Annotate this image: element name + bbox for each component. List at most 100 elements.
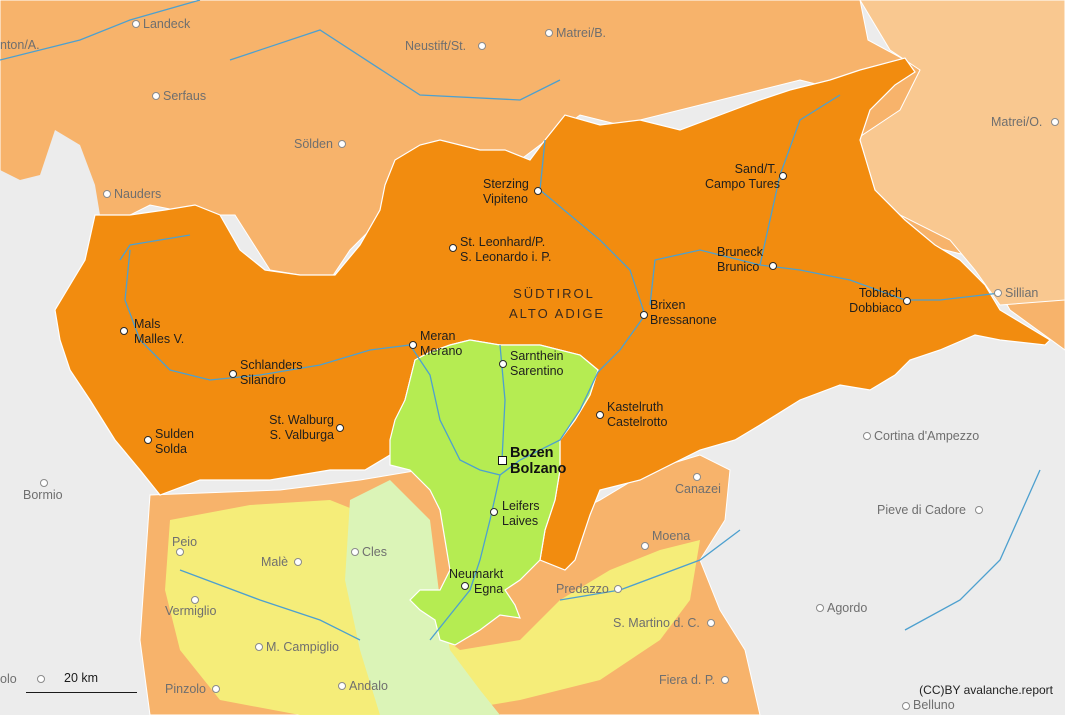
town-label-neustift: Neustift/St. — [405, 39, 467, 53]
capital-marker[interactable] — [498, 456, 507, 465]
town-label-andalo: Andalo — [349, 679, 388, 693]
town-label-schlanders: Schlanders Silandro — [240, 358, 303, 388]
town-marker-toblach[interactable] — [903, 297, 911, 305]
town-marker-matreib[interactable] — [545, 29, 553, 37]
town-label-cles: Cles — [362, 545, 388, 559]
town-marker-matreio[interactable] — [1051, 118, 1059, 126]
town-marker-canazei[interactable] — [693, 473, 701, 481]
town-marker-sarnthein[interactable] — [499, 360, 507, 368]
region-bolzano-level1 — [389, 339, 599, 646]
town-marker-leifers[interactable] — [490, 508, 498, 516]
town-label-agordo: Agordo — [827, 601, 868, 615]
town-label-sandt: Sand/T. Campo Tures — [705, 162, 781, 192]
town-marker-moena[interactable] — [641, 542, 649, 550]
river-etsch — [119, 234, 501, 641]
town-marker-mcampiglio[interactable] — [255, 643, 263, 651]
town-label-moena: Moena — [652, 529, 691, 543]
town-marker-bormio[interactable] — [40, 479, 48, 487]
town-marker-landeck[interactable] — [132, 20, 140, 28]
town-label-vermiglio: Vermiglio — [165, 604, 217, 618]
town-marker-olo[interactable] — [37, 675, 45, 683]
town-name-de: St. Walburg — [269, 413, 334, 427]
town-label-fiera: Fiera d. P. — [659, 673, 716, 687]
town-name-it: Malles V. — [134, 332, 185, 346]
river-south — [179, 469, 1041, 641]
town-marker-peio[interactable] — [176, 548, 184, 556]
town-marker-sillian[interactable] — [994, 289, 1002, 297]
town-name-de: Leifers — [502, 499, 540, 513]
town-marker-nauders[interactable] — [103, 190, 111, 198]
town-label-leifers: Leifers Laives — [502, 499, 540, 529]
town-marker-male[interactable] — [294, 558, 302, 566]
town-name-it: Egna — [474, 582, 504, 596]
town-name-it: S. Leonardo i. P. — [460, 250, 552, 264]
town-label-meran: Meran Merano — [420, 329, 462, 359]
town-marker-pieve[interactable] — [975, 506, 983, 514]
town-marker-sandt[interactable] — [779, 172, 787, 180]
town-marker-cortina[interactable] — [863, 432, 871, 440]
town-marker-meran[interactable] — [409, 341, 417, 349]
town-name-de: Neumarkt — [449, 567, 504, 581]
town-name-it: Brunico — [717, 260, 760, 274]
town-name-it: Solda — [155, 442, 187, 456]
town-name-it: S. Valburga — [269, 428, 334, 442]
town-name-it: Silandro — [240, 373, 286, 387]
town-label-stwalburg: St. Walburg S. Valburga — [264, 413, 334, 443]
town-marker-kastelruth[interactable] — [596, 411, 604, 419]
town-marker-stleonhard[interactable] — [449, 244, 457, 252]
town-marker-fiera[interactable] — [721, 676, 729, 684]
town-marker-sulden[interactable] — [144, 436, 152, 444]
town-marker-sterzing[interactable] — [534, 187, 542, 195]
town-label-predazzo: Predazzo — [556, 582, 609, 596]
town-label-sterzing: Sterzing Vipiteno — [483, 177, 529, 207]
town-marker-belluno[interactable] — [902, 702, 910, 710]
town-marker-stwalburg[interactable] — [336, 424, 344, 432]
town-marker-bruneck[interactable] — [769, 262, 777, 270]
town-marker-cles[interactable] — [351, 548, 359, 556]
town-marker-smartino[interactable] — [707, 619, 715, 627]
capital-name-it: Bolzano — [510, 461, 567, 477]
scale-bar — [26, 692, 137, 693]
region-yellow-low — [165, 500, 700, 715]
town-label-matreib: Matrei/B. — [556, 26, 607, 40]
town-name-de: Kastelruth — [607, 400, 664, 414]
town-label-bormio: Bormio — [23, 488, 63, 502]
town-label-serfaus: Serfaus — [163, 89, 207, 103]
town-marker-agordo[interactable] — [816, 604, 824, 612]
town-name-de: Bruneck — [717, 245, 763, 259]
capital-label: Bozen Bolzano — [510, 445, 566, 477]
town-name-it: Bressanone — [650, 313, 717, 327]
rivers — [0, 0, 1041, 641]
town-marker-predazzo[interactable] — [614, 585, 622, 593]
town-label-nauders: Nauders — [114, 187, 162, 201]
town-label-canazei: Canazei — [675, 482, 721, 496]
town-name-it: Laives — [502, 514, 539, 528]
region-label-it: ALTO ADIGE — [509, 306, 606, 321]
town-marker-mals[interactable] — [120, 327, 128, 335]
town-marker-schlanders[interactable] — [229, 370, 237, 378]
town-name-de: Meran — [420, 329, 456, 343]
town-marker-pinzolo[interactable] — [212, 685, 220, 693]
town-marker-neustift[interactable] — [478, 42, 486, 50]
town-marker-brixen[interactable] — [640, 311, 648, 319]
town-marker-neumarkt[interactable] — [461, 582, 469, 590]
town-marker-vermiglio[interactable] — [191, 596, 199, 604]
region-grey-west — [0, 130, 150, 715]
town-name-it: Campo Tures — [705, 177, 781, 191]
town-name-it: Castelrotto — [607, 415, 668, 429]
attribution[interactable]: (CC)BY avalanche.report — [919, 683, 1053, 697]
town-name-de: Sand/T. — [734, 162, 777, 176]
town-label-sillian: Sillian — [1005, 286, 1039, 300]
town-label-brixen: Brixen Bressanone — [650, 298, 717, 328]
town-label-pieve: Pieve di Cadore — [877, 503, 966, 517]
region-label-de: SÜDTIROL — [513, 286, 595, 301]
region-label: SÜDTIROL ALTO ADIGE — [509, 284, 606, 324]
town-marker-andalo[interactable] — [338, 682, 346, 690]
town-marker-serfaus[interactable] — [152, 92, 160, 100]
town-marker-soelden[interactable] — [338, 140, 346, 148]
town-label-soelden: Sölden — [294, 137, 333, 151]
town-name-it: Vipiteno — [483, 192, 528, 206]
town-name-de: Mals — [134, 317, 161, 331]
town-label-male: Malè — [261, 555, 289, 569]
town-label-landeck: Landeck — [143, 17, 191, 31]
